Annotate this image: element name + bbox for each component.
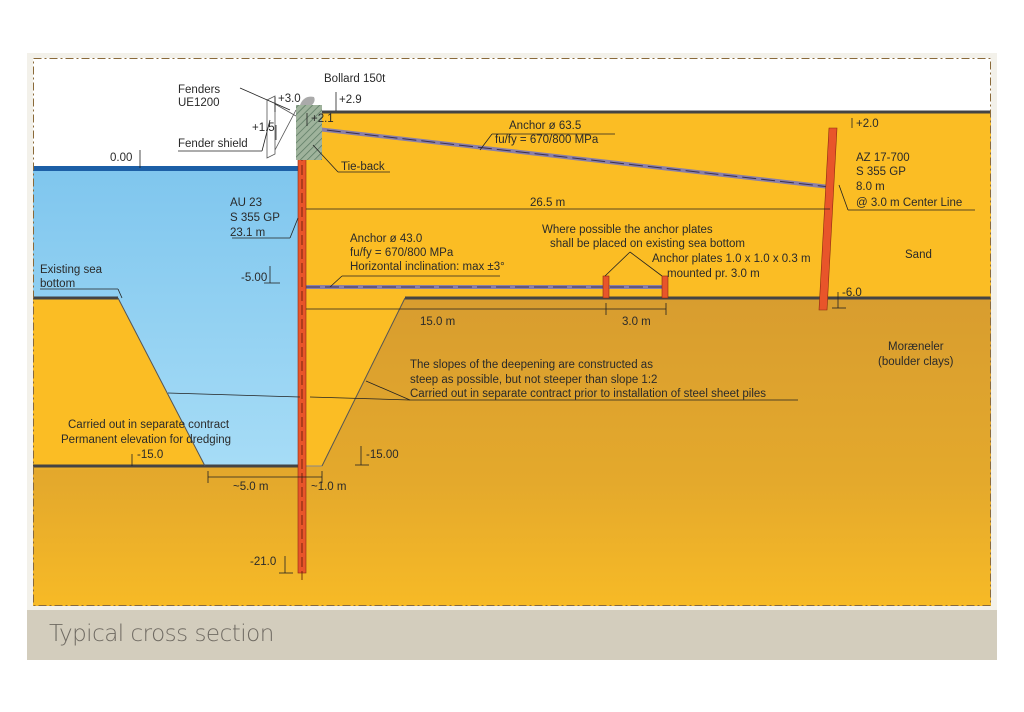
label-tie-back: Tie-back (341, 161, 385, 173)
label-anchor-plates-spacing: mounted pr. 3.0 m (667, 268, 760, 280)
label-boulder-clays: (boulder clays) (878, 356, 954, 368)
dimension-5-0m: ~5.0 m (233, 481, 268, 493)
label-fenders: Fenders (178, 84, 220, 96)
fender-strut (274, 109, 297, 151)
label-lower-anchor-strength: fu/fy = 670/800 MPa (350, 247, 454, 259)
anchor-wall-az17 (818, 127, 838, 311)
level-plus-1-5: +1.5 (252, 122, 275, 134)
figure-caption: Typical cross section (49, 621, 274, 647)
label-slope-note-2: steep as possible, but not steeper than … (410, 374, 657, 386)
label-sand: Sand (905, 249, 932, 261)
right-slope-line (321, 297, 406, 467)
label-dredge-note-1: Carried out in separate contract (68, 419, 230, 431)
label-au-section: AU 23 (230, 197, 262, 209)
dimension-lines (40, 87, 975, 574)
label-slope-note-1: The slopes of the deepening are construc… (410, 359, 653, 371)
level-plus-2-1: +2.1 (311, 113, 334, 125)
label-plates-note-2: shall be placed on existing sea bottom (550, 238, 745, 250)
label-az-grade: S 355 GP (856, 166, 906, 178)
label-az-spacing: @ 3.0 m Center Line (856, 197, 962, 209)
fender-strut (274, 103, 297, 117)
level-minus-21-0: -21.0 (250, 556, 276, 568)
label-au-grade: S 355 GP (230, 212, 280, 224)
dimension-15-0m: 15.0 m (420, 316, 455, 328)
sand-wedge (300, 298, 405, 466)
level-0-00: 0.00 (110, 152, 132, 164)
label-anchor-plates: Anchor plates 1.0 x 1.0 x 0.3 m (652, 253, 811, 265)
label-upper-anchor: Anchor ø 63.5 (509, 120, 581, 132)
left-slope-line (117, 297, 206, 467)
dimension-26-5m: 26.5 m (530, 197, 565, 209)
label-fenders-type: UE1200 (178, 97, 220, 109)
dimension-3-0m: 3.0 m (622, 316, 651, 328)
label-slope-note-3: Carried out in separate contract prior t… (410, 388, 766, 400)
label-az-section: AZ 17-700 (856, 152, 910, 164)
upper-anchor-centerline (307, 127, 831, 188)
label-fender-shield: Fender shield (178, 138, 248, 150)
anchor-plate (602, 275, 610, 299)
label-moraine: Moræneler (888, 341, 944, 353)
bollard-icon (300, 96, 315, 105)
moraine-clay (33, 298, 991, 606)
sand-left-slope (33, 298, 205, 466)
level-minus-6-0: -6.0 (842, 287, 862, 299)
label-existing-seabed-2: bottom (40, 278, 75, 290)
label-lower-anchor-inclination: Horizontal inclination: max ±3° (350, 261, 505, 273)
label-plates-note-1: Where possible the anchor plates (542, 224, 713, 236)
label-az-length: 8.0 m (856, 181, 885, 193)
label-dredge-note-2: Permanent elevation for dredging (61, 434, 231, 446)
level-plus-3-0: +3.0 (278, 93, 301, 105)
dimension-1-0m: ~1.0 m (311, 481, 346, 493)
level-minus-5-00: -5.00 (241, 272, 267, 284)
label-bollard: Bollard 150t (324, 73, 386, 85)
label-upper-anchor-strength: fu/fy = 670/800 MPa (495, 134, 599, 146)
fender-icon (266, 95, 276, 159)
sand-fill (300, 112, 991, 298)
label-au-length: 23.1 m (230, 227, 265, 239)
label-lower-anchor: Anchor ø 43.0 (350, 233, 422, 245)
water (33, 168, 300, 466)
capping-beam (296, 105, 322, 160)
water-surface (33, 166, 300, 171)
caption-bar (27, 610, 997, 660)
level-plus-2-9: +2.9 (339, 94, 362, 106)
level-plus-2-0: +2.0 (856, 118, 879, 130)
level-minus-15-00: -15.00 (366, 449, 399, 461)
anchor-plate (661, 275, 669, 299)
level-minus-15-0: -15.0 (137, 449, 163, 461)
label-existing-seabed-1: Existing sea (40, 264, 103, 276)
